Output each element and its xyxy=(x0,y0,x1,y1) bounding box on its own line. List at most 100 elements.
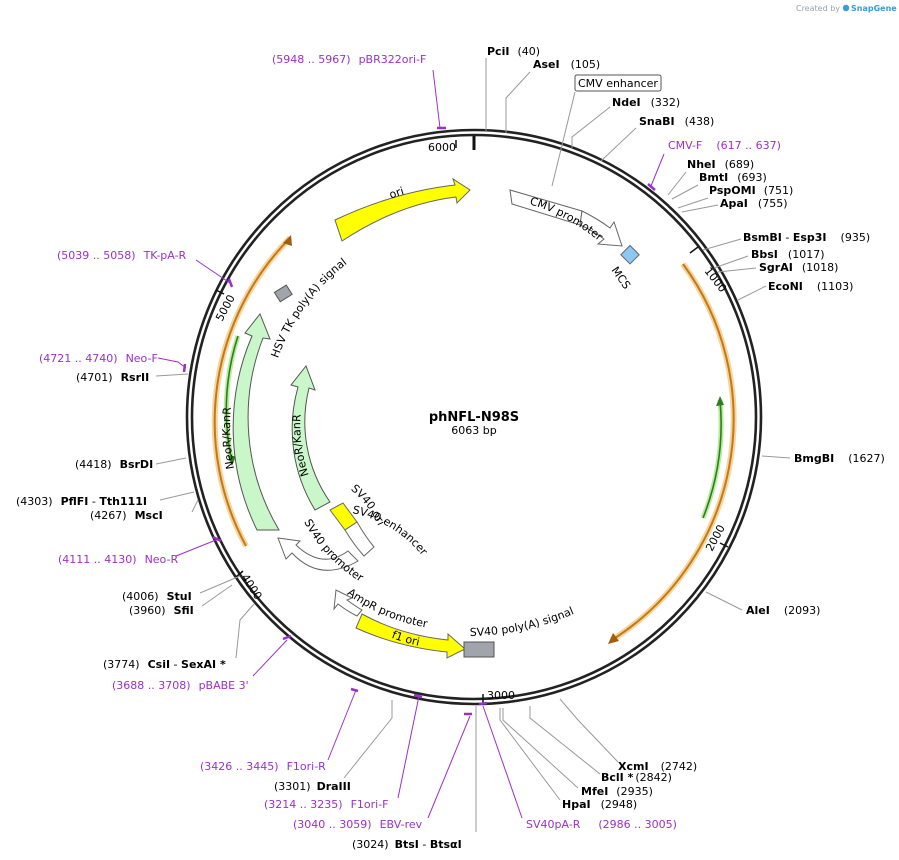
primer-label[interactable]: (3688 .. 3708)pBABE 3' xyxy=(112,679,249,692)
cmv-promoter-feature[interactable] xyxy=(579,210,623,247)
neor-kanr-inner-feature[interactable] xyxy=(290,364,331,511)
tick-label: 6000 xyxy=(428,141,456,154)
leader-line xyxy=(235,603,255,659)
enzyme-label[interactable]: BclI *(2842) xyxy=(601,771,672,784)
backbone-outer-ring xyxy=(185,128,763,706)
leader-line xyxy=(502,708,579,789)
enzyme-label[interactable]: EcoNI(1103) xyxy=(768,280,853,293)
primer-mark xyxy=(647,183,656,191)
leader-line xyxy=(529,706,601,775)
enzyme-label[interactable]: (3301)DraIII xyxy=(274,780,351,793)
sv40-enhancer-feature[interactable] xyxy=(344,521,375,557)
primer-leader xyxy=(427,715,471,819)
leader-line xyxy=(705,591,743,611)
primer-label[interactable]: SV40pA-R(2986 .. 3005) xyxy=(526,818,677,831)
leader-line xyxy=(343,700,393,779)
primer-leader xyxy=(397,695,420,799)
primer-label[interactable]: (5039 .. 5058)TK-pA-R xyxy=(57,249,187,262)
enzyme-label[interactable]: AleI(2093) xyxy=(746,604,820,617)
primer-label[interactable]: (5948 .. 5967)pBR322ori-F xyxy=(272,53,426,66)
primer-label[interactable]: (3040 .. 3059)EBV-rev xyxy=(293,818,423,831)
enzyme-label[interactable]: BbsI(1017) xyxy=(751,248,824,261)
enzyme-label[interactable]: HpaI(2948) xyxy=(562,798,637,811)
enzyme-label[interactable]: ApaI(755) xyxy=(720,197,788,210)
green-orf-arrowhead xyxy=(716,396,724,406)
cmv-enhancer-box[interactable] xyxy=(574,74,662,92)
credit-prefix: Created by xyxy=(796,4,840,13)
enzyme-label[interactable]: XcmI(2742) xyxy=(618,760,697,773)
leader-line xyxy=(159,491,195,501)
primer-mark xyxy=(212,535,222,543)
primer-leader xyxy=(327,689,357,761)
orf-arc-left xyxy=(213,237,291,547)
leader-line xyxy=(671,184,699,200)
primer-label[interactable]: (4111 .. 4130)Neo-R xyxy=(58,553,178,566)
tick-mark xyxy=(689,246,699,254)
enzyme-label[interactable]: (3960)SfiI xyxy=(129,604,194,617)
primer-label[interactable]: CMV-F(617 .. 637) xyxy=(668,139,781,152)
enzyme-label[interactable]: PciI(40) xyxy=(487,45,540,58)
primer-leader xyxy=(432,69,441,129)
enzyme-label[interactable]: (4006)StuI xyxy=(122,590,192,603)
enzyme-label[interactable]: BmtI(693) xyxy=(699,171,767,184)
sv40-polya-label: SV40 poly(A) signal xyxy=(470,604,576,639)
tick-mark xyxy=(215,289,225,295)
leader-line xyxy=(681,204,719,213)
primer-leader xyxy=(650,153,665,187)
green-orf-arc xyxy=(702,399,722,519)
primer-leader xyxy=(195,259,231,284)
enzyme-label[interactable]: AseI(105) xyxy=(533,58,600,71)
orf-arrowhead xyxy=(608,633,619,644)
enzyme-label[interactable]: NheI(689) xyxy=(687,158,754,171)
leader-line xyxy=(191,499,199,513)
enzyme-label[interactable]: (4701)RsrII xyxy=(76,371,149,384)
leader-line xyxy=(201,584,233,607)
mcs-feature[interactable] xyxy=(620,244,640,265)
cmv-enhancer-label: CMV enhancer xyxy=(578,77,658,90)
tick-label: 3000 xyxy=(487,689,515,702)
enzyme-label[interactable]: (4418)BsrDI xyxy=(75,458,153,471)
sv40-promoter-feature[interactable] xyxy=(277,537,359,571)
ori-feature[interactable] xyxy=(334,177,471,242)
leader-line xyxy=(713,255,749,269)
leader-line xyxy=(551,91,576,187)
ampr-promoter-feature[interactable] xyxy=(333,589,363,617)
enzyme-label[interactable]: PspOMI(751) xyxy=(709,184,793,197)
neor-kanr-outer-feature[interactable] xyxy=(232,313,280,531)
leader-line xyxy=(571,106,611,148)
mcs-label: MCS xyxy=(609,264,634,291)
sv40-polya-feature[interactable] xyxy=(463,641,495,658)
enzyme-label[interactable]: SnaBI(438) xyxy=(639,115,714,128)
hsv-tk-polya-feature[interactable] xyxy=(273,284,293,303)
primer-label[interactable]: (4721 .. 4740)Neo-F xyxy=(39,352,158,365)
tick-mark xyxy=(235,570,244,578)
leader-line xyxy=(677,197,709,209)
primer-mark xyxy=(413,693,423,699)
enzyme-label[interactable]: (4303)PflFI - Tth111I xyxy=(16,495,147,508)
plasmid-length: 6063 bp xyxy=(451,424,496,437)
f1-ori-feature[interactable] xyxy=(355,613,466,659)
enzyme-label[interactable]: (3024)BtsI - BtsαI xyxy=(352,838,462,851)
leader-line xyxy=(199,575,241,594)
primer-label[interactable]: (3214 .. 3235)F1ori-F xyxy=(264,798,389,811)
enzyme-label[interactable]: NdeI(332) xyxy=(612,96,680,109)
enzyme-label[interactable]: BsmBI - Esp3I(935) xyxy=(743,231,870,244)
enzyme-label[interactable]: (4267)MscI xyxy=(90,509,163,522)
leader-line xyxy=(702,238,742,251)
neor-kanr-outer-label: NeoR/KanR xyxy=(220,406,237,470)
leader-line xyxy=(717,267,757,273)
primer-mark xyxy=(350,687,359,693)
leader-line xyxy=(499,708,561,801)
primer-label[interactable]: (3426 .. 3445)F1ori-R xyxy=(200,760,326,773)
enzyme-label[interactable]: BmgBI(1627) xyxy=(794,452,885,465)
enzyme-label[interactable]: MfeI(2935) xyxy=(581,785,653,798)
backbone-inner-ring xyxy=(190,133,758,701)
leader-line xyxy=(667,171,687,196)
primer-labels: (5948 .. 5967)pBR322ori-F CMV-F(617 .. 6… xyxy=(39,53,781,831)
enzyme-label[interactable]: SgrAI(1018) xyxy=(759,261,838,274)
green-orf-arrowhead xyxy=(228,456,236,466)
plasmid-title: phNFL-N98S 6063 bp xyxy=(429,410,519,437)
enzyme-label[interactable]: (3774)CsiI - SexAI * xyxy=(103,658,226,671)
primer-leaders xyxy=(157,69,665,819)
leader-line xyxy=(155,457,187,465)
